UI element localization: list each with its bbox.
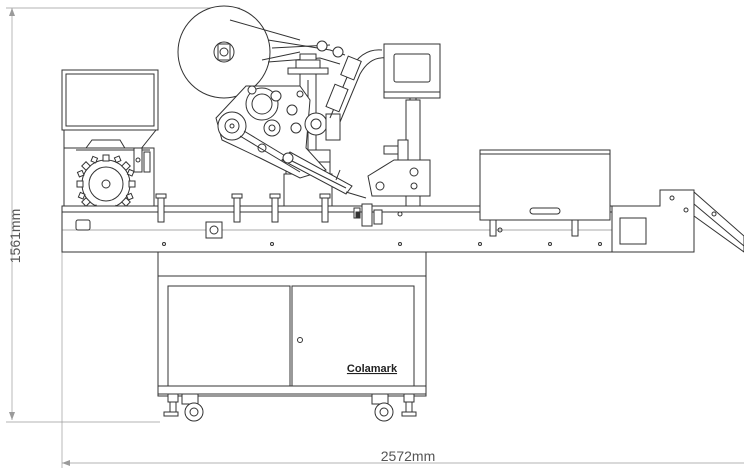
sensor-post: [367, 99, 431, 207]
reel-arm: [267, 39, 346, 65]
height-dimension-label: 1561mm: [7, 209, 23, 263]
hmi-arm: [325, 49, 387, 123]
drive-gear: [76, 154, 136, 214]
hopper-brackets: [133, 147, 151, 173]
labeling-head: [215, 85, 341, 179]
rail-fittings: [162, 203, 602, 246]
outfeed-conveyor: [611, 189, 744, 253]
peel-plate: [281, 151, 367, 199]
height-dimension: [6, 7, 240, 423]
width-dimension-label: 2572mm: [381, 448, 435, 464]
touch-screen: [383, 43, 441, 101]
brand-logo: Colamark: [347, 363, 398, 375]
width-dimension: [61, 230, 744, 468]
base-cabinet: [157, 251, 427, 397]
label-reel: [177, 5, 301, 99]
right-cabinet-box: [479, 149, 611, 221]
casters: [163, 393, 417, 422]
guide-posts: [155, 193, 579, 237]
